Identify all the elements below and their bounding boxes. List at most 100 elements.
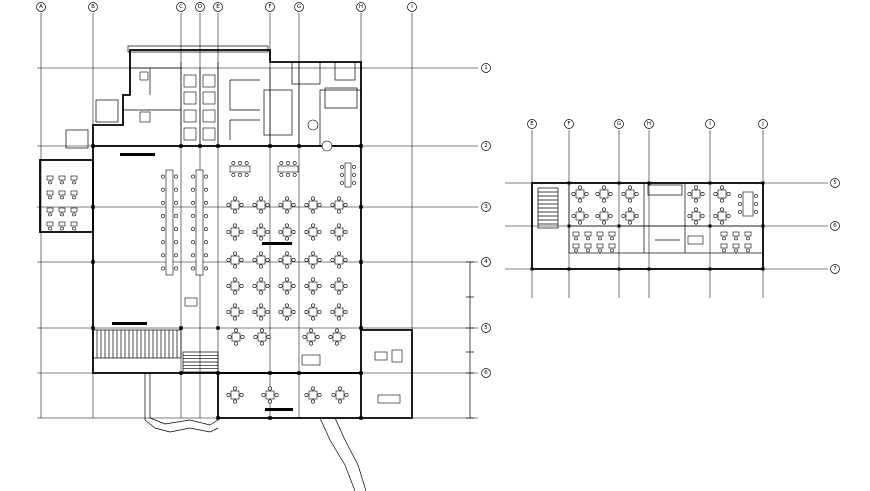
chair (161, 187, 165, 192)
reception-desk (377, 394, 401, 404)
chair (310, 290, 315, 295)
chair (233, 399, 238, 404)
chair (204, 266, 208, 271)
chair (274, 392, 279, 397)
chair (291, 203, 296, 208)
chair (304, 257, 309, 262)
table-with-chairs (278, 251, 296, 269)
chair (595, 192, 600, 197)
chair (317, 283, 322, 288)
desk-with-chair (70, 207, 78, 217)
grid-bubble: 3 (481, 202, 491, 212)
chair (700, 192, 705, 197)
grid-bubble-label: D (198, 4, 202, 10)
chair (161, 266, 165, 271)
chair (337, 386, 342, 391)
chair (317, 392, 322, 397)
chair (238, 161, 242, 165)
chair (719, 198, 724, 203)
table-top (334, 281, 344, 291)
grid-bubble: E (213, 2, 223, 12)
counter-bar (262, 242, 292, 245)
chair (239, 203, 244, 208)
grid-bubble-label: B (91, 4, 95, 10)
curved-path (149, 373, 219, 426)
chair (627, 207, 632, 212)
chair (330, 203, 335, 208)
chair (340, 181, 344, 185)
table-top (256, 227, 266, 237)
grid-bubble: 1 (481, 63, 491, 73)
chair (746, 248, 750, 253)
chair (226, 309, 231, 314)
table-top (575, 189, 585, 199)
grid-bubble-circle (481, 63, 491, 73)
structural-column (708, 267, 712, 271)
desk-with-chair (596, 243, 604, 253)
chair (304, 392, 309, 397)
table-with-chairs (328, 328, 346, 346)
structural-column (216, 326, 220, 330)
grid-bubble-circle (564, 119, 574, 129)
chair (331, 392, 336, 397)
grid-bubble-circle (481, 368, 491, 378)
chair (304, 230, 309, 235)
table-with-chairs (278, 223, 296, 241)
desk (70, 207, 78, 213)
office-room (334, 61, 356, 81)
chair (330, 257, 335, 262)
table-with-chairs (226, 251, 244, 269)
grid-bubble-label: 6 (833, 223, 837, 229)
chair (204, 174, 208, 179)
chair (601, 207, 606, 212)
chair (574, 248, 578, 253)
desk (596, 231, 604, 237)
chair (302, 334, 307, 339)
chair (310, 196, 315, 201)
toilet-cubicle (202, 109, 216, 123)
entry-porch (65, 129, 89, 149)
grid-bubble: I (407, 2, 417, 12)
table-top (308, 390, 318, 400)
desk-with-chair (608, 231, 616, 241)
chair (340, 165, 344, 169)
chair (231, 161, 236, 165)
chair (258, 277, 263, 282)
toilet-cubicle (183, 74, 197, 88)
structural-column (179, 144, 183, 148)
chair (336, 290, 341, 295)
chair (204, 227, 208, 231)
long-table (738, 191, 758, 217)
long-table (191, 169, 208, 276)
table-with-chairs (571, 207, 589, 225)
chair (601, 220, 606, 225)
desk-with-chair (608, 243, 616, 253)
chair (738, 202, 742, 206)
table-top (230, 255, 240, 265)
chair (258, 236, 263, 241)
chair (343, 309, 348, 314)
chair (284, 303, 289, 308)
chair (700, 214, 705, 219)
toilet-cubicle (183, 91, 197, 105)
chair (267, 386, 272, 391)
chair (174, 174, 178, 179)
grid-bubble-label: E (216, 4, 220, 10)
table-with-chairs (226, 223, 244, 241)
chair (722, 236, 726, 241)
chair (204, 187, 208, 192)
table-top (256, 281, 266, 291)
desk (70, 175, 78, 181)
chair (738, 210, 742, 214)
table-top (308, 200, 318, 210)
chair (291, 230, 296, 235)
desk-with-chair (744, 231, 752, 241)
table-with-chairs (226, 303, 244, 321)
grid-bubble-label: J (761, 121, 764, 127)
chair (719, 207, 724, 212)
chair (352, 181, 356, 185)
desk (46, 221, 54, 227)
right-plan-stair (537, 187, 559, 229)
desk (58, 221, 66, 227)
grid-bubble-circle (213, 2, 223, 12)
